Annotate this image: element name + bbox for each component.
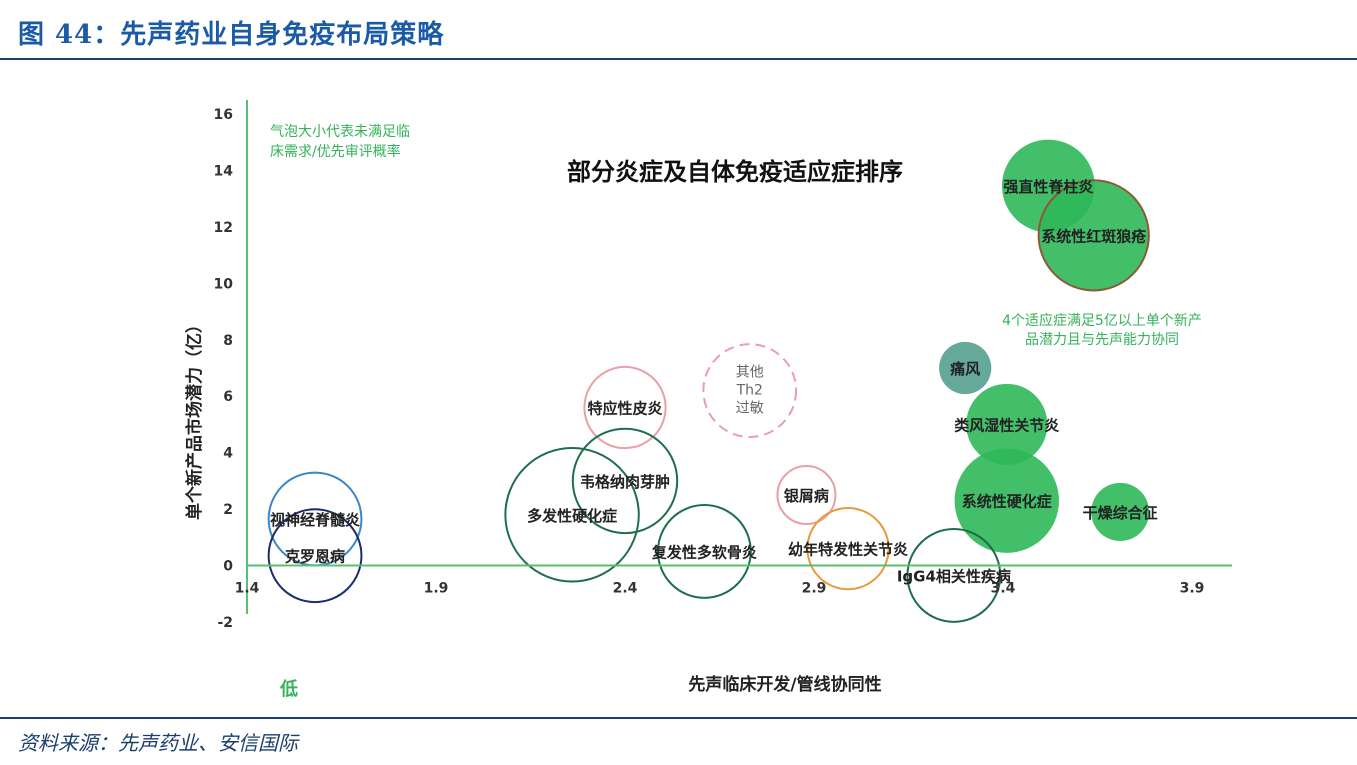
bubble-label: 多发性硬化症 bbox=[527, 507, 617, 525]
bubble bbox=[806, 507, 890, 591]
figure-title: 图 44：先声药业自身免疫布局策略 bbox=[18, 20, 445, 50]
y-tick-label: 8 bbox=[223, 333, 233, 349]
y-tick-label: 16 bbox=[214, 107, 233, 123]
bubble-label: 类风湿性关节炎 bbox=[954, 416, 1059, 434]
note-line: 床需求/优先审评概率 bbox=[270, 143, 401, 160]
y-tick-label: 14 bbox=[214, 163, 234, 179]
bubble bbox=[776, 465, 837, 525]
bubble bbox=[1091, 482, 1150, 541]
bubble-layer bbox=[267, 139, 1150, 623]
bubble-label: 幼年特发性关节炎 bbox=[788, 541, 908, 559]
top-rule bbox=[0, 58, 1357, 60]
bubble-label: 韦格纳肉芽肿 bbox=[580, 473, 670, 491]
bubble bbox=[906, 528, 1002, 623]
annotation-line: 4个适应症满足5亿以上单个新产 bbox=[1002, 312, 1202, 329]
bubble bbox=[267, 508, 363, 604]
y-axis-label: 单个新产品市场潜力（亿） bbox=[184, 316, 205, 520]
bubble-label: 系统性硬化症 bbox=[962, 493, 1052, 511]
bubble bbox=[583, 365, 667, 450]
bubble-label: 克罗恩病 bbox=[285, 548, 345, 566]
x-tick-label: 2.9 bbox=[802, 581, 827, 597]
bubble-label: 干燥综合征 bbox=[1083, 504, 1158, 522]
x-axis-label: 先声临床开发/管线协同性 bbox=[688, 674, 881, 695]
bubble-label: IgG4相关性疾病 bbox=[897, 567, 1011, 585]
axes-layer: -2 0 2 4 6 8 10 12 14 16 1.4 1.9 2.4 2.9 3.4 3.9 bbox=[214, 100, 1232, 631]
low-label: 低 bbox=[279, 678, 298, 700]
bubble bbox=[966, 383, 1048, 466]
x-tick-label: 1.9 bbox=[424, 581, 449, 597]
bubble bbox=[1037, 179, 1150, 292]
bubble-label: 系统性红斑狼疮 bbox=[1041, 227, 1147, 245]
bottom-rule bbox=[0, 717, 1357, 719]
bubble-label: 痛风 bbox=[949, 360, 980, 378]
bubble-label: 复发性多软骨炎 bbox=[651, 543, 757, 561]
bubble bbox=[504, 447, 640, 583]
bubble bbox=[702, 343, 798, 438]
y-tick-label: -2 bbox=[217, 615, 233, 631]
bubble-label: 特应性皮炎 bbox=[587, 400, 662, 418]
source-note: 资料来源：先声药业、安信国际 bbox=[18, 731, 298, 755]
bubble-label: 银屑病 bbox=[784, 487, 829, 505]
bubble bbox=[571, 427, 679, 535]
bubble bbox=[939, 341, 992, 395]
bubble-label: 强直性脊柱炎 bbox=[1003, 178, 1093, 196]
x-tick-label: 3.9 bbox=[1180, 581, 1205, 597]
bubble bbox=[656, 504, 752, 599]
annotation-line: 品潜力且与先声能力协同 bbox=[1025, 332, 1179, 348]
chart-title: 部分炎症及自体免疫适应症排序 bbox=[567, 158, 903, 186]
x-tick-label: 3.4 bbox=[991, 581, 1016, 597]
bubble-label: 视神经脊髓炎 bbox=[270, 511, 360, 529]
y-tick-label: 0 bbox=[223, 559, 233, 575]
y-tick-label: 6 bbox=[223, 389, 233, 405]
x-tick-label: 1.4 bbox=[235, 581, 260, 597]
bubble bbox=[954, 448, 1059, 553]
y-tick-label: 4 bbox=[223, 446, 233, 462]
y-tick-label: 10 bbox=[214, 276, 234, 292]
note-line: 气泡大小代表未满足临 bbox=[270, 124, 410, 140]
y-tick-label: 12 bbox=[214, 220, 233, 236]
x-tick-label: 2.4 bbox=[613, 581, 638, 597]
y-tick-label: 2 bbox=[223, 502, 233, 518]
bubble-chart: -2 0 2 4 6 8 10 12 14 16 1.4 1.9 2.4 2.9 3.4 3.9 强直性脊柱炎… bbox=[184, 100, 1232, 700]
